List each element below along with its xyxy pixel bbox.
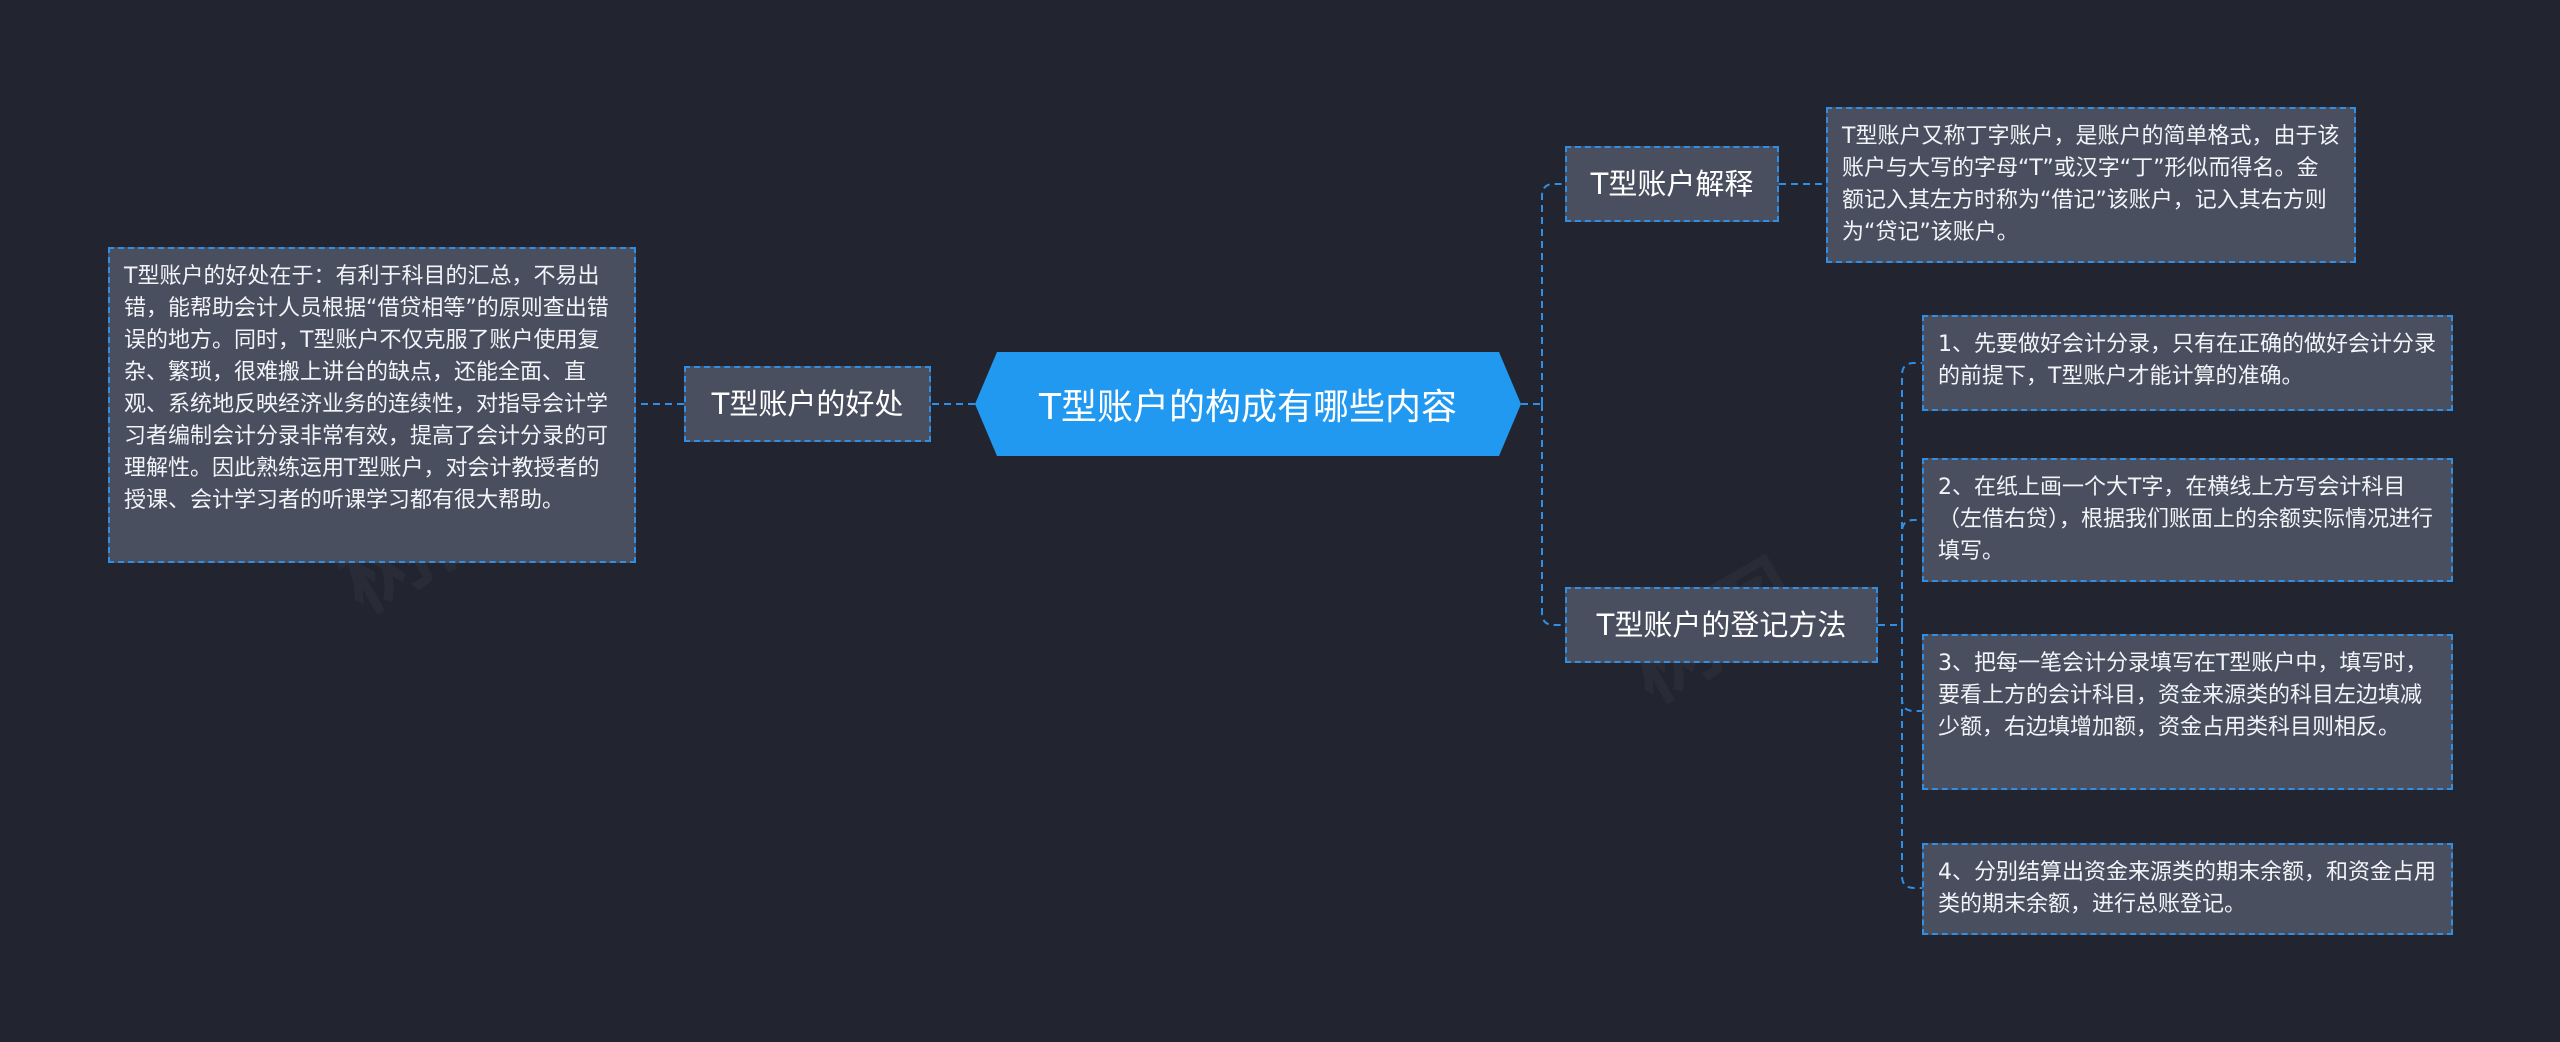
method-step-text: 4、分别结算出资金来源类的期末余额，和资金占用类的期末余额，进行总账登记。 [1938,860,2436,917]
method-step-2[interactable]: 2、在纸上画一个大T字，在横线上方写会计科目（左借右贷），根据我们账面上的余额实… [1922,458,2453,582]
connector-root-method [1541,404,1565,626]
branch-benefit[interactable]: T型账户的好处 [684,366,931,442]
benefit-text: T型账户的好处在于：有利于科目的汇总，不易出错，能帮助会计人员根据“借贷相等”的… [124,264,609,513]
method-step-3[interactable]: 3、把每一笔会计分录填写在T型账户中，填写时，要看上方的会计科目，资金来源类的科… [1922,634,2453,790]
connector-step-1 [1901,362,1922,625]
branch-explain[interactable]: T型账户解释 [1565,146,1779,222]
connector-step-4 [1901,625,1922,889]
root-label: T型账户的构成有哪些内容 [1039,387,1457,428]
method-step-4[interactable]: 4、分别结算出资金来源类的期末余额，和资金占用类的期末余额，进行总账登记。 [1922,843,2453,935]
connector-step-3 [1901,625,1922,712]
method-step-1[interactable]: 1、先要做好会计分录，只有在正确的做好会计分录的前提下，T型账户才能计算的准确。 [1922,315,2453,411]
method-step-text: 2、在纸上画一个大T字，在横线上方写会计科目（左借右贷），根据我们账面上的余额实… [1938,475,2434,564]
benefit-description[interactable]: T型账户的好处在于：有利于科目的汇总，不易出错，能帮助会计人员根据“借贷相等”的… [108,247,636,563]
method-step-text: 3、把每一笔会计分录填写在T型账户中，填写时，要看上方的会计科目，资金来源类的科… [1938,651,2428,740]
connector-step-2 [1901,519,1922,625]
root-shape [975,352,1521,456]
connector-root-explain [1541,183,1565,404]
method-step-text: 1、先要做好会计分录，只有在正确的做好会计分录的前提下，T型账户才能计算的准确。 [1938,332,2436,389]
explain-text: T型账户又称丁字账户，是账户的简单格式，由于该账户与大写的字母“T”或汉字“丁”… [1842,124,2340,245]
explain-description[interactable]: T型账户又称丁字账户，是账户的简单格式，由于该账户与大写的字母“T”或汉字“丁”… [1826,107,2356,263]
branch-method[interactable]: T型账户的登记方法 [1565,587,1878,663]
root-node[interactable]: T型账户的构成有哪些内容 [975,352,1521,456]
